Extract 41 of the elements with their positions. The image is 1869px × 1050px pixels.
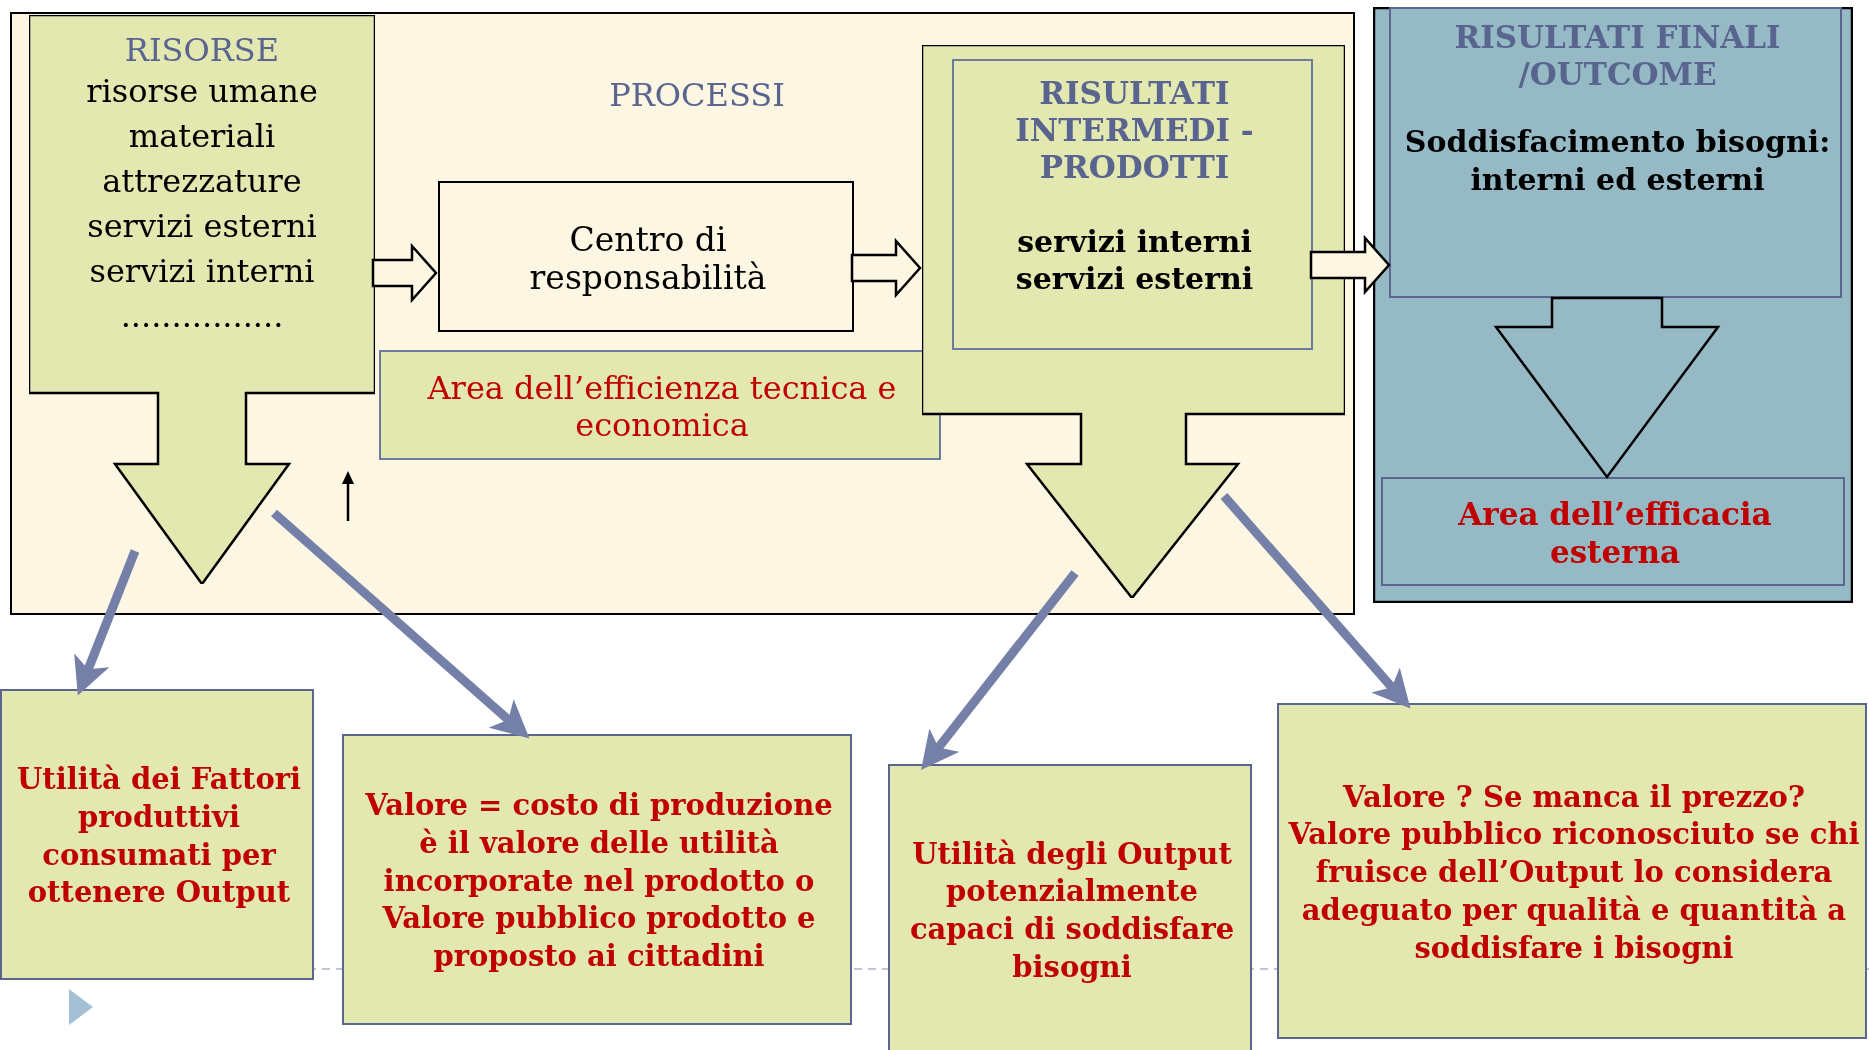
arrow: [1220, 493, 1411, 709]
process-area-panel: [10, 12, 1355, 615]
note-box: [1277, 703, 1867, 1039]
note-box: [342, 734, 852, 1025]
block-arrow: [1309, 234, 1391, 296]
section-heading: PROCESSI: [608, 76, 786, 114]
block-arrow: [1493, 296, 1721, 480]
intermediate-results-box: [952, 59, 1313, 350]
note-text: Valore ? Se manca il prezzo? Valore pubblico riconosciuto se chi fruisce dell’Output lo considera adeguato per qualità e quantità a soddisfare i bisogni: [1287, 778, 1861, 967]
final-results-box: [1389, 7, 1842, 298]
arrow: [921, 570, 1079, 770]
resource-item: ................: [120, 296, 284, 337]
resource-item: servizi interni: [89, 251, 315, 292]
effectiveness-area-box: [1381, 477, 1845, 586]
resource-item: materiali: [128, 116, 276, 157]
arrow: [271, 509, 530, 739]
section-heading: RISULTATI FINALI /OUTCOME: [1453, 19, 1782, 94]
resource-item: servizi esterni: [87, 206, 317, 247]
resource-item: risorse umane: [86, 71, 318, 112]
area-label: Area dell’efficacia esterna: [1457, 496, 1773, 571]
outcome-text: Soddisfacimento bisogni: interni ed esterni: [1403, 123, 1832, 199]
note-box: [0, 689, 314, 980]
section-heading: RISULTATI INTERMEDI - PRODOTTI: [1014, 75, 1255, 187]
final-results-panel: [1373, 7, 1853, 603]
note-text: Valore = costo di produzione è il valore delle utilità incorporate nel prodotto o Valore pubblico prodotto e proposto ai cittadini: [364, 787, 834, 976]
block-arrow: [850, 237, 922, 299]
outputs-arrow-shape: [922, 45, 1345, 598]
note-box: [888, 764, 1252, 1050]
output-item: servizi esterni: [1015, 260, 1254, 298]
section-heading: RISORSE: [124, 31, 280, 69]
block-arrow: [371, 242, 438, 304]
note-text: Utilità dei Fattori produttivi consumati per ottenere Output: [15, 761, 303, 912]
arrow: [74, 549, 140, 696]
process-box: [438, 181, 854, 332]
resources-arrow-shape: [29, 15, 375, 584]
note-text: Utilità degli Output potenzialmente capaci di soddisfare bisogni: [908, 835, 1236, 986]
resource-item: attrezzature: [102, 161, 302, 202]
area-label: Area dell’efficienza tecnica e economica: [426, 370, 898, 444]
efficiency-area-box: [379, 350, 941, 460]
output-item: servizi interni: [1017, 222, 1252, 261]
process-label: Centro di responsabilità: [528, 220, 768, 297]
